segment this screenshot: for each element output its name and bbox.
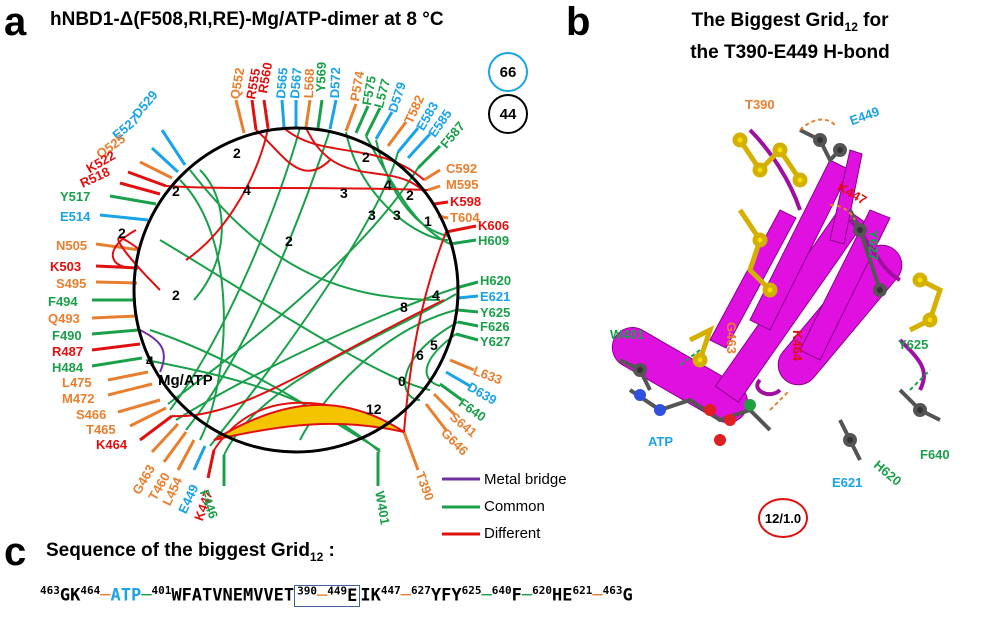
residue-label: Y517 bbox=[60, 189, 91, 204]
common-dashes bbox=[679, 349, 931, 391]
residue-label: F626 bbox=[480, 319, 510, 334]
grid-number: 3 bbox=[368, 207, 376, 223]
badge-44: 44 bbox=[488, 94, 528, 134]
yellow-residues bbox=[688, 132, 944, 368]
grid-diagram: 2 4 3 2 2 3 3 4 2 1 2 2 2 4 8 4 5 6 0 12 bbox=[91, 99, 479, 486]
grid-number: 2 bbox=[118, 225, 126, 241]
atp-molecule bbox=[628, 388, 772, 446]
structure-label: Y627 bbox=[866, 230, 881, 261]
residue-label: F490 bbox=[52, 328, 82, 343]
residue-arrows bbox=[91, 99, 479, 486]
panel-c-title: Sequence of the biggest Grid12 : bbox=[46, 540, 335, 564]
residue-label: T465 bbox=[86, 422, 116, 437]
residue-label: L475 bbox=[62, 375, 92, 390]
grid-number: 3 bbox=[340, 185, 348, 201]
residue-label: S495 bbox=[56, 276, 87, 291]
different-connections bbox=[112, 127, 447, 451]
residue-label: T604 bbox=[450, 210, 480, 225]
legend-common: Common bbox=[484, 498, 545, 515]
legend-swatches bbox=[442, 477, 480, 536]
residue-label: Y625 bbox=[480, 305, 511, 320]
residue-label: M472 bbox=[62, 391, 95, 406]
structure-label: T390 bbox=[745, 97, 775, 112]
grid-number: 12 bbox=[366, 401, 382, 417]
residue-label: C592 bbox=[446, 161, 478, 176]
residue-label: K598 bbox=[450, 194, 482, 209]
metal-bridge-connection bbox=[139, 329, 165, 373]
grid-number: 2 bbox=[406, 187, 414, 203]
panel-c-letter: c bbox=[4, 530, 27, 574]
structure-label: G463 bbox=[724, 322, 739, 354]
residue-label: Y569 bbox=[313, 61, 330, 93]
badge-66: 66 bbox=[488, 52, 528, 92]
residue-label: H484 bbox=[52, 360, 84, 375]
structure-label: K464 bbox=[790, 330, 805, 362]
residue-label: K464 bbox=[96, 437, 128, 452]
panel-a-letter: a bbox=[4, 0, 27, 44]
legend-metal-bridge: Metal bridge bbox=[484, 471, 567, 488]
grid-number: 5 bbox=[430, 337, 438, 353]
structure-label: W401 bbox=[610, 327, 644, 342]
residue-label: E621 bbox=[480, 289, 511, 304]
protein-structure bbox=[611, 118, 944, 461]
grid-number: 2 bbox=[362, 149, 370, 165]
gray-residues bbox=[619, 128, 941, 461]
panel-b-letter: b bbox=[566, 0, 591, 44]
residue-label: K503 bbox=[50, 259, 82, 274]
grid-number: 4 bbox=[146, 353, 154, 369]
grid-number: 3 bbox=[393, 207, 401, 223]
grid-number: 2 bbox=[172, 183, 180, 199]
grid-number: 4 bbox=[243, 182, 251, 198]
panel-a-title: hNBD1-Δ(F508,RI,RE)-Mg/ATP-dimer at 8 °C bbox=[50, 9, 444, 30]
grid-number: 2 bbox=[285, 233, 293, 249]
grid-number: 1 bbox=[424, 213, 432, 229]
grid-number: 4 bbox=[432, 287, 440, 303]
legend-different: Different bbox=[484, 525, 541, 542]
grid-number: 2 bbox=[172, 287, 180, 303]
residue-label: Q493 bbox=[48, 311, 80, 326]
residue-label: M595 bbox=[446, 177, 479, 192]
structure-label: ATP bbox=[648, 434, 674, 449]
grid-number: 8 bbox=[400, 299, 408, 315]
residue-label: E514 bbox=[60, 209, 91, 224]
structure-label: F640 bbox=[920, 447, 950, 462]
residue-label: H620 bbox=[480, 273, 512, 288]
residue-circle bbox=[132, 126, 460, 454]
residue-label: H609 bbox=[478, 233, 510, 248]
residue-label: K606 bbox=[478, 218, 510, 233]
grid-numbers: 2 4 3 2 2 3 3 4 2 1 2 2 2 4 8 4 5 6 0 12 bbox=[118, 145, 440, 417]
structure-label: Y625 bbox=[898, 337, 929, 352]
structure-label: E621 bbox=[832, 475, 863, 490]
residue-label: R487 bbox=[52, 344, 84, 359]
grid-number: 0 bbox=[398, 373, 406, 389]
grid12-region bbox=[213, 403, 405, 441]
residue-label: N505 bbox=[56, 238, 88, 253]
mg-atp-label: Mg/ATP bbox=[158, 372, 213, 389]
grid-number: 2 bbox=[233, 145, 241, 161]
residue-label: D572 bbox=[327, 66, 344, 99]
grid-badge: 12/1.0 bbox=[758, 498, 808, 538]
panel-b-title: The Biggest Grid12 for the T390-E449 H-b… bbox=[690, 10, 890, 63]
residue-label: S466 bbox=[76, 407, 107, 422]
hbond-dashes bbox=[769, 118, 856, 411]
grid-number: 4 bbox=[384, 177, 392, 193]
residue-label: Y627 bbox=[480, 334, 511, 349]
grid-number: 6 bbox=[416, 347, 424, 363]
residue-label: F494 bbox=[48, 294, 78, 309]
